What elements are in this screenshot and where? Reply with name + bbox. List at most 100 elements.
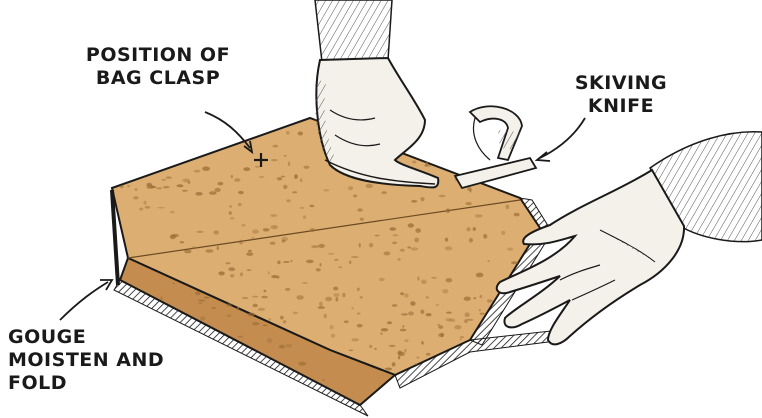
leather-speckle [172, 282, 175, 285]
leather-speckle [315, 268, 321, 272]
leather-speckle [325, 296, 333, 302]
leather-speckle [309, 204, 315, 208]
leather-speckle [196, 230, 204, 233]
leather-speckle [469, 188, 472, 193]
leather-speckle [479, 294, 483, 299]
leather-speckle [356, 312, 361, 315]
leather-speckle [454, 325, 462, 330]
leather-speckle [193, 169, 201, 173]
leather-speckle [278, 344, 286, 349]
leather-speckle [179, 241, 185, 244]
leather-speckle [277, 260, 281, 265]
leather-texture [120, 119, 520, 382]
leather-speckle [218, 271, 225, 276]
lower-right-hand [495, 131, 762, 346]
leather-speckle [381, 191, 388, 195]
leather-speckle [205, 249, 214, 253]
leather-speckle [411, 200, 418, 203]
leather-speckle [282, 320, 287, 324]
gouge-label-line2: MOISTEN AND [8, 349, 165, 371]
leather-speckle [468, 238, 473, 243]
leather-speckle [368, 242, 374, 248]
leather-speckle [400, 292, 405, 296]
clasp-label: POSITION OF BAG CLASP [68, 44, 248, 90]
clasp-label-line2: BAG CLASP [95, 67, 221, 89]
leather-speckle [251, 322, 260, 326]
leather-speckle [226, 314, 232, 318]
leather-speckle [391, 362, 396, 367]
leather-speckle [309, 228, 315, 232]
knife-label: SKIVING KNIFE [556, 72, 686, 118]
leather-speckle [213, 230, 219, 235]
leather-speckle [272, 144, 279, 148]
upper-hand [314, 0, 440, 189]
leather-speckle [465, 202, 472, 206]
leather-speckle [475, 272, 484, 278]
clasp-leader-arrow [204, 111, 254, 155]
leather-speckle [292, 311, 298, 315]
leather-speckle [255, 165, 260, 168]
leather-speckle [420, 197, 425, 202]
leather-speckle [273, 225, 276, 228]
leather-speckle [412, 160, 417, 164]
leather-speckle [431, 276, 437, 279]
leather-speckle [176, 184, 184, 188]
leather-speckle [357, 208, 363, 212]
leather-speckle [294, 174, 298, 180]
leather-speckle [290, 259, 293, 263]
leather-speckle [464, 319, 468, 324]
leather-speckle [229, 205, 233, 208]
skiving-knife [453, 105, 538, 190]
leather-speckle [243, 167, 251, 172]
leather-speckle [351, 338, 360, 342]
leather-speckle [329, 324, 334, 330]
leather-speckle [214, 187, 221, 192]
leather-speckle [279, 315, 284, 320]
leather-speckle [270, 214, 278, 217]
leather-speckle [342, 292, 346, 298]
leather-speckle [211, 307, 216, 309]
leather-speckle [262, 324, 268, 327]
leather-speckle [238, 190, 244, 195]
gouge-leader-arrow [59, 279, 114, 321]
leather-speckle [392, 234, 399, 237]
leather-speckle [184, 249, 192, 254]
leather-speckle [269, 241, 276, 245]
leather-speckle [139, 207, 144, 211]
leather-speckle [270, 225, 279, 230]
leather-speckle [444, 246, 453, 251]
leather-speckle [286, 130, 290, 135]
leather-speckle [216, 246, 219, 250]
clasp-label-line1: POSITION OF [85, 44, 231, 66]
leather-speckle [195, 291, 201, 296]
leather-speckle [402, 325, 405, 328]
leather-speckle [338, 266, 343, 269]
leather-speckle [466, 227, 471, 232]
leather-speckle [303, 165, 310, 169]
leather-speckle [466, 318, 474, 321]
leather-speckle [313, 119, 317, 122]
leather-speckle [252, 303, 258, 308]
leather-speckle [408, 311, 414, 316]
leather-speckle [230, 274, 235, 278]
leather-speckle [230, 174, 233, 179]
leather-speckle [182, 178, 190, 183]
leather-speckle [359, 296, 363, 299]
leather-speckle [464, 312, 470, 318]
leather-speckle [195, 192, 203, 196]
leather-speckle [438, 194, 446, 198]
leather-speckle [416, 356, 420, 359]
leather-speckle [397, 258, 401, 261]
leather-speckle [425, 313, 432, 317]
leather-speckle [472, 227, 476, 231]
leather-speckle [266, 338, 273, 343]
leather-speckle [143, 200, 147, 205]
knife-leader-arrow [534, 117, 586, 162]
leather-speckle [202, 166, 211, 171]
leather-speckle [348, 260, 352, 264]
leather-speckle [414, 237, 420, 243]
leather-speckle [299, 206, 305, 209]
leather-speckle [506, 247, 514, 251]
leather-speckle [169, 234, 176, 240]
